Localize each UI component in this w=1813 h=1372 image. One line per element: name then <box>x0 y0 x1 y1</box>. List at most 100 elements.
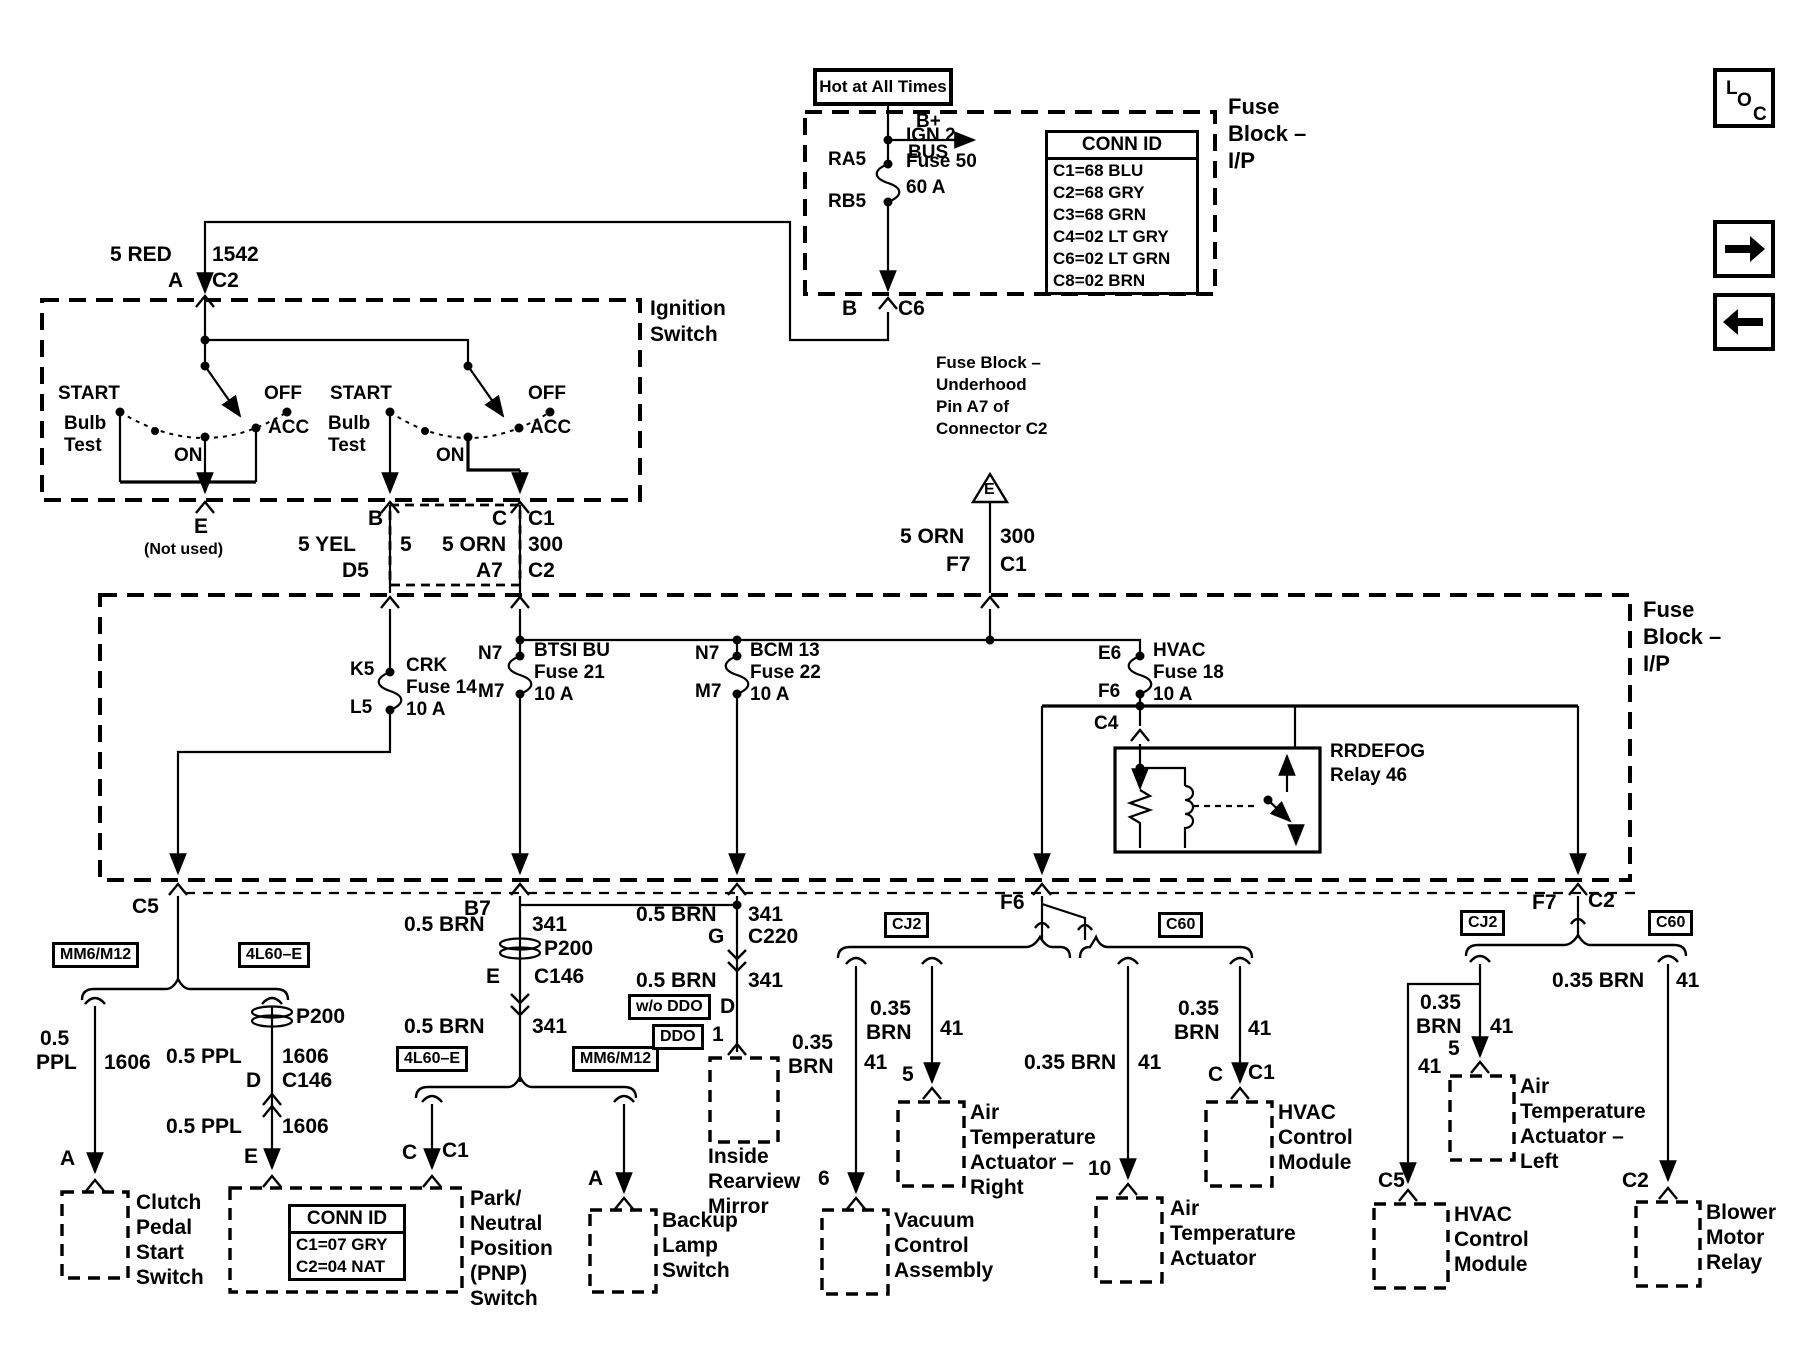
c-pin: C <box>492 507 508 530</box>
clutch-1: Clutch <box>136 1191 202 1214</box>
hvac-l1: HVAC <box>1153 640 1206 661</box>
c-conn: C1 <box>528 507 555 530</box>
ignition-output-wires <box>380 505 530 672</box>
atar-size: 0.35 <box>870 997 911 1020</box>
c6-conn: C6 <box>898 297 925 320</box>
btsi-bottom: M7 <box>478 681 505 702</box>
fb-main-label-2: Block – <box>1643 624 1722 649</box>
tag-wo-ddo: w/o DDO <box>628 994 711 1020</box>
atal-circ: 41 <box>1490 1015 1514 1038</box>
pnp-conn-c1: C1 <box>442 1139 469 1162</box>
c1-conn: C1 <box>1000 553 1027 576</box>
next-page-arrow-icon[interactable] <box>1713 220 1775 278</box>
b7-circ1: 341 <box>532 913 568 936</box>
blo-2: Motor <box>1706 1226 1765 1249</box>
bcm-top: N7 <box>695 643 720 664</box>
underhood-4: Connector C2 <box>936 419 1048 438</box>
prev-page-arrow-icon[interactable] <box>1713 293 1775 351</box>
exit-c5: C5 <box>132 895 159 918</box>
b7-wire2: 0.5 BRN <box>404 1015 485 1038</box>
vac-size: 0.35 <box>792 1031 833 1054</box>
vac-color: BRN <box>788 1055 834 1078</box>
btsi-l3: 10 A <box>534 684 574 705</box>
tag-4l60-left: 4L60–E <box>238 942 311 968</box>
atal-size: 0.35 <box>1420 991 1461 1014</box>
tag-4l60-b7: 4L60–E <box>396 1046 469 1072</box>
b7-branch <box>414 896 742 1294</box>
pnp-4: (PNP) <box>470 1262 528 1285</box>
pnp-grommet: P200 <box>296 1005 346 1028</box>
bcm-l2: Fuse 22 <box>750 662 821 683</box>
hcm-conn-c1: C1 <box>1248 1061 1275 1084</box>
tag-mm6-b7: MM6/M12 <box>572 1046 660 1072</box>
fb-top-label-3: I/P <box>1228 148 1255 173</box>
c5-branch <box>60 896 464 1294</box>
ata-3: Actuator <box>1170 1247 1257 1270</box>
b7-c146: C146 <box>534 965 585 988</box>
bplus-label: B+ <box>916 111 941 132</box>
c-conn2: C2 <box>528 559 555 582</box>
r-on: ON <box>436 445 465 466</box>
atar-circ: 41 <box>940 1017 964 1040</box>
tag-cj2-right: CJ2 <box>1460 910 1506 936</box>
pnp-wire2: 0.5 PPL <box>166 1115 242 1138</box>
hcm-circ: 41 <box>1248 1017 1272 1040</box>
fuse-block-ip-top-outline <box>803 110 1217 296</box>
b7-pin-e: E <box>486 965 501 988</box>
c-circuit: 300 <box>528 533 564 556</box>
underhood-feed <box>970 471 1010 640</box>
exit-f7: F7 <box>1532 891 1557 914</box>
tag-c60-mid: C60 <box>1158 912 1204 938</box>
c-wire: 5 ORN <box>442 533 507 556</box>
feed-circuit: 1542 <box>212 243 259 266</box>
ignition-label-2: Switch <box>650 323 718 346</box>
ignition-label-1: Ignition <box>650 297 726 320</box>
c-term: A7 <box>476 559 503 582</box>
pnp-pin-d: D <box>246 1069 262 1092</box>
fb-top-label-1: Fuse <box>1228 94 1280 119</box>
atar-1: Air <box>970 1101 1000 1124</box>
bcm-l3: 10 A <box>750 684 790 705</box>
mir-pin-1: 1 <box>712 1023 724 1046</box>
rhcm-2: Control <box>1454 1228 1529 1251</box>
blo-3: Relay <box>1706 1251 1763 1274</box>
clutch-size: 0.5 <box>40 1027 70 1050</box>
loc-button-frame[interactable] <box>1713 68 1775 128</box>
l-bulb: Bulb <box>64 413 107 434</box>
bus-label: BUS <box>908 142 949 163</box>
c6-pin-letter: B <box>842 297 858 320</box>
btsi-l2: Fuse 21 <box>534 662 605 683</box>
loc-o: O <box>1737 90 1752 111</box>
e-pin: E <box>194 515 209 538</box>
bcm-bottom: M7 <box>695 681 722 702</box>
hvac-top: E6 <box>1098 643 1122 664</box>
vac-pin: 6 <box>818 1167 830 1190</box>
mir-wire1: 0.5 BRN <box>636 903 717 926</box>
pnp-1: Park/ <box>470 1187 522 1210</box>
hot-at-all-times-banner: Hot at All Times <box>813 68 953 106</box>
backup-1: Backup <box>662 1209 738 1232</box>
b7-wire1: 0.5 BRN <box>404 913 485 936</box>
mirror-1: Inside <box>708 1145 769 1168</box>
underhood-1: Fuse Block – <box>936 353 1041 372</box>
pnp-c146: C146 <box>282 1069 333 1092</box>
conn-id-row: C3=68 GRN <box>1053 205 1147 224</box>
f7-right-branches <box>1372 896 1702 1290</box>
l-on: ON <box>174 445 203 466</box>
ign2-pin-top: RA5 <box>828 149 867 170</box>
tag-cj2-mid: CJ2 <box>884 912 930 938</box>
atar-2: Temperature <box>970 1126 1096 1149</box>
ign2-pin-bottom: RB5 <box>828 191 867 212</box>
hcm-2: Control <box>1278 1126 1353 1149</box>
clutch-pin: A <box>60 1147 76 1170</box>
b-wire: 5 YEL <box>298 533 356 556</box>
feed-pin: A <box>168 269 184 292</box>
crk-l2: Fuse 14 <box>406 677 477 698</box>
mir-wire2: 0.5 BRN <box>636 969 717 992</box>
ata-pin: 10 <box>1088 1157 1112 1180</box>
conn-id-table-top: CONN ID C1=68 BLU C2=68 GRY C3=68 GRN C4… <box>1045 130 1199 295</box>
relay-l1: RRDEFOG <box>1330 741 1425 762</box>
exit-b7: B7 <box>464 897 491 920</box>
feed-wire: 5 RED <box>110 243 172 266</box>
r-start: START <box>330 383 392 404</box>
